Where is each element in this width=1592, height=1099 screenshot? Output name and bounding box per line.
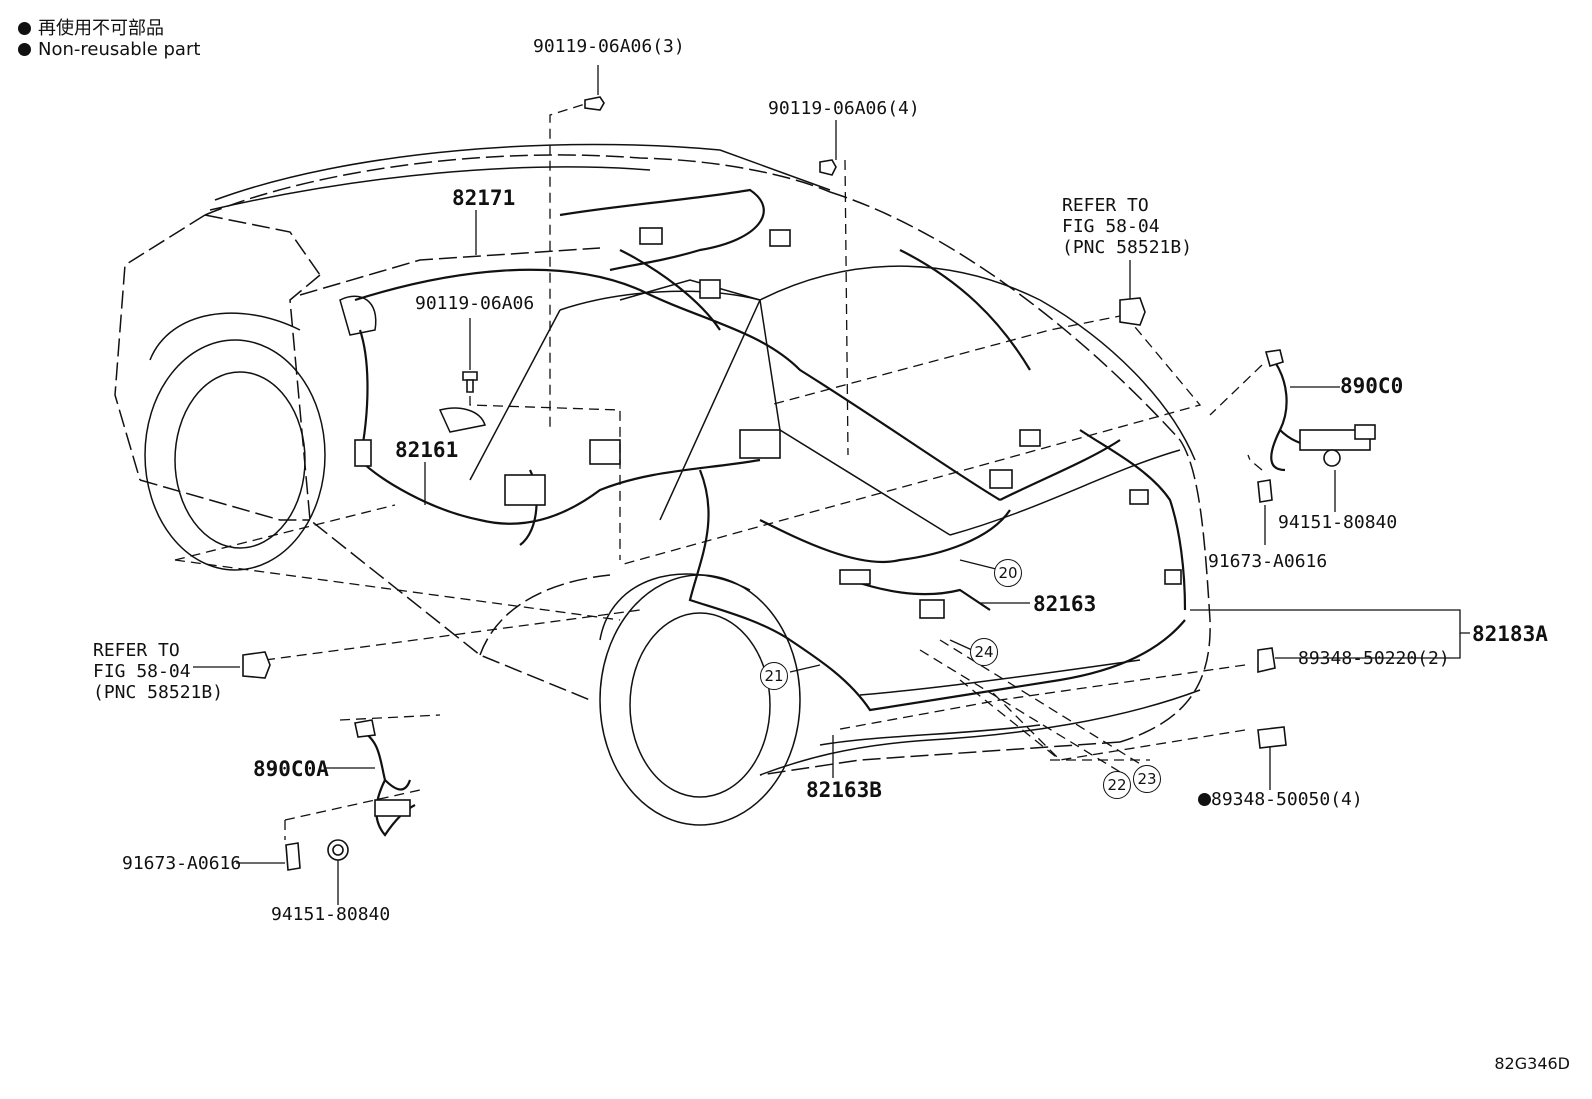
- label-screw-top-3: 90119-06A06(3): [533, 36, 685, 57]
- label-harness-82171: 82171: [452, 186, 516, 210]
- connector-group: [354, 227, 1376, 817]
- refer-note-right: REFER TO FIG 58-04 (PNC 58521B): [1062, 195, 1192, 258]
- label-screw-mid: 90119-06A06: [415, 293, 535, 314]
- label-bolt-right: 91673-A0616: [1208, 551, 1328, 572]
- figure-id: 82G346D: [1494, 1054, 1570, 1073]
- label-screw-top-4: 90119-06A06(4): [768, 98, 920, 119]
- label-clamp-50220: 89348-50220(2): [1298, 648, 1450, 669]
- legend-item-jp: 再使用不可部品: [18, 14, 164, 40]
- callout-21: 21: [760, 662, 788, 690]
- refer-line: REFER TO: [93, 640, 180, 661]
- callout-24: 24: [970, 638, 998, 666]
- label-harness-82163b: 82163B: [806, 778, 882, 802]
- label-harness-82183a: 82183A: [1472, 622, 1548, 646]
- legend-item-en: Non-reusable part: [18, 39, 200, 60]
- refer-line: (PNC 58521B): [1062, 237, 1193, 258]
- label-bolt-left: 91673-A0616: [122, 853, 242, 874]
- harness-82171-path: [354, 268, 1001, 501]
- label-sensor-890c0a: 890C0A: [253, 757, 329, 781]
- label-harness-82161: 82161: [395, 438, 459, 462]
- car-body-outline: [114, 154, 1211, 776]
- roof-line: [214, 143, 831, 201]
- front-wheel: [144, 339, 326, 571]
- refer-line: FIG 58-04: [93, 661, 191, 682]
- label-clamp-50050: 89348-50050(4): [1198, 789, 1363, 810]
- wire-harness-group: [354, 188, 1376, 837]
- label-sensor-890c0: 890C0: [1340, 374, 1404, 398]
- callout-20: 20: [994, 559, 1022, 587]
- label-grommet-left: 94151-80840: [271, 904, 391, 925]
- refer-line: REFER TO: [1062, 195, 1149, 216]
- solid-leader-lines: [193, 65, 1470, 905]
- filled-dot-icon: [18, 22, 31, 35]
- refer-line: (PNC 58521B): [93, 682, 224, 703]
- callout-23: 23: [1133, 765, 1161, 793]
- callout-22: 22: [1103, 771, 1131, 799]
- hardware-group: [242, 96, 1341, 871]
- label-harness-82163: 82163: [1033, 592, 1097, 616]
- filled-dot-icon: [18, 43, 31, 56]
- refer-note-left: REFER TO FIG 58-04 (PNC 58521B): [93, 640, 223, 703]
- refer-line: FIG 58-04: [1062, 216, 1160, 237]
- non-reusable-dot-icon: [1198, 793, 1211, 806]
- screw-icon: [584, 96, 605, 111]
- label-grommet-right: 94151-80840: [1278, 512, 1398, 533]
